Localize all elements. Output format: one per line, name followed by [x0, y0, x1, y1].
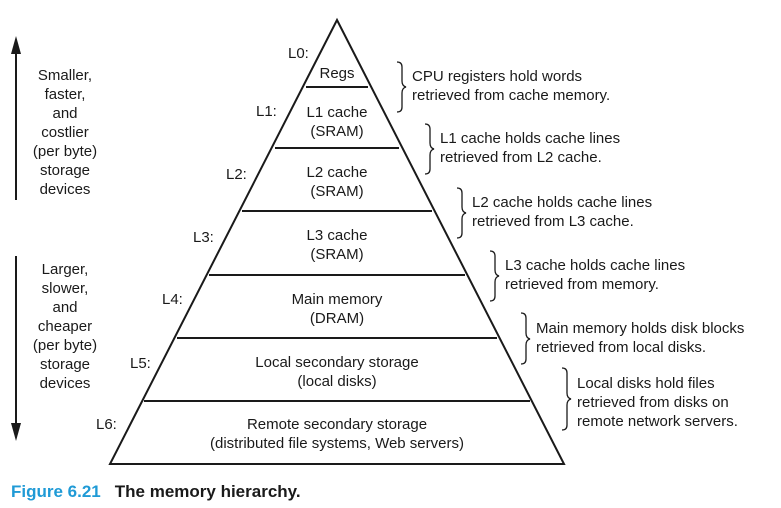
description-l1: L1 cache holds cache lines retrieved fro… [440, 130, 621, 166]
description-l2: L2 cache holds cache lines retrieved fro… [472, 194, 653, 230]
tier-l2-cache: L2 cache (SRAM) [306, 164, 368, 200]
level-label-l5: L5: [130, 355, 151, 372]
brace-l0 [396, 61, 407, 113]
brace-l4 [520, 312, 531, 365]
level-label-l4: L4: [162, 291, 183, 308]
side-label-top: Smaller, faster, and costlier (per byte)… [32, 67, 98, 198]
level-label-l3: L3: [193, 229, 214, 246]
tier-remote-secondary-storage: Remote secondary storage (distributed fi… [210, 416, 464, 452]
brace-l5 [561, 367, 572, 431]
tier-main-memory: Main memory (DRAM) [291, 291, 383, 327]
level-label-l0: L0: [288, 45, 309, 62]
tier-l1-cache: L1 cache (SRAM) [306, 104, 368, 140]
level-label-l1: L1: [256, 103, 277, 120]
figure-caption: Figure 6.21 The memory hierarchy. [11, 482, 301, 502]
level-label-l2: L2: [226, 166, 247, 183]
tier-l3-cache: L3 cache (SRAM) [306, 227, 368, 263]
brace-l1 [424, 123, 435, 175]
description-l5: Local disks hold files retrieved from di… [577, 375, 738, 430]
side-label-bottom: Larger, slower, and cheaper (per byte) s… [32, 261, 98, 392]
description-l3: L3 cache holds cache lines retrieved fro… [505, 257, 686, 293]
brace-l3 [489, 250, 500, 302]
arrow-down-icon [11, 423, 21, 441]
brace-l2 [456, 187, 467, 239]
figure-number: Figure 6.21 [11, 482, 101, 501]
tier-local-secondary-storage: Local secondary storage (local disks) [255, 354, 419, 390]
pyramid-outline [108, 17, 566, 465]
level-label-l6: L6: [96, 416, 117, 433]
tier-regs: Regs [319, 65, 355, 82]
figure-title: The memory hierarchy. [114, 482, 301, 501]
arrow-up-icon [11, 36, 21, 54]
description-l4: Main memory holds disk blocks retrieved … [536, 320, 745, 356]
description-l0: CPU registers hold words retrieved from … [412, 68, 611, 104]
